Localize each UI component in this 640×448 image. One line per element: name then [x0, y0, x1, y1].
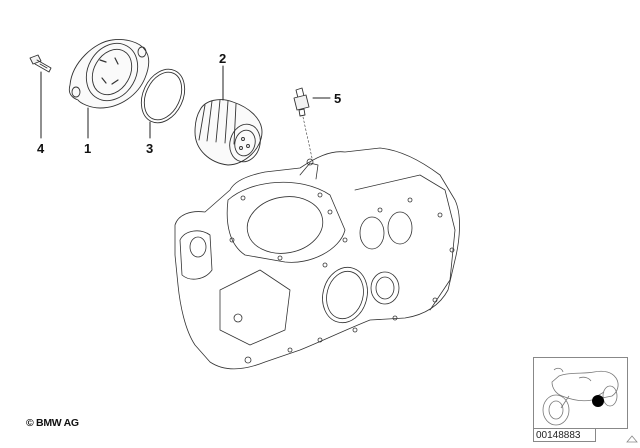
callout-2: 2 — [219, 51, 227, 66]
oil-pressure-switch-drawing — [293, 87, 313, 159]
callout-3: 3 — [146, 141, 154, 156]
callout-5: 5 — [334, 91, 342, 106]
oil-filter-drawing — [194, 99, 263, 166]
crankcase-drawing — [174, 147, 460, 370]
bolt-drawing — [29, 54, 52, 73]
oil-filter-cover-drawing — [68, 39, 150, 109]
warning-triangle-icon — [626, 435, 638, 443]
callout-1: 1 — [84, 141, 92, 156]
vehicle-location-thumbnail — [533, 357, 628, 429]
location-marker — [592, 395, 604, 407]
document-number: 00148883 — [533, 428, 596, 442]
copyright-label: © BMW AG — [26, 417, 79, 429]
callout-leaders — [40, 65, 331, 139]
callout-4: 4 — [37, 141, 45, 156]
o-ring-drawing — [140, 68, 186, 124]
motorcycle-icon — [542, 367, 619, 426]
